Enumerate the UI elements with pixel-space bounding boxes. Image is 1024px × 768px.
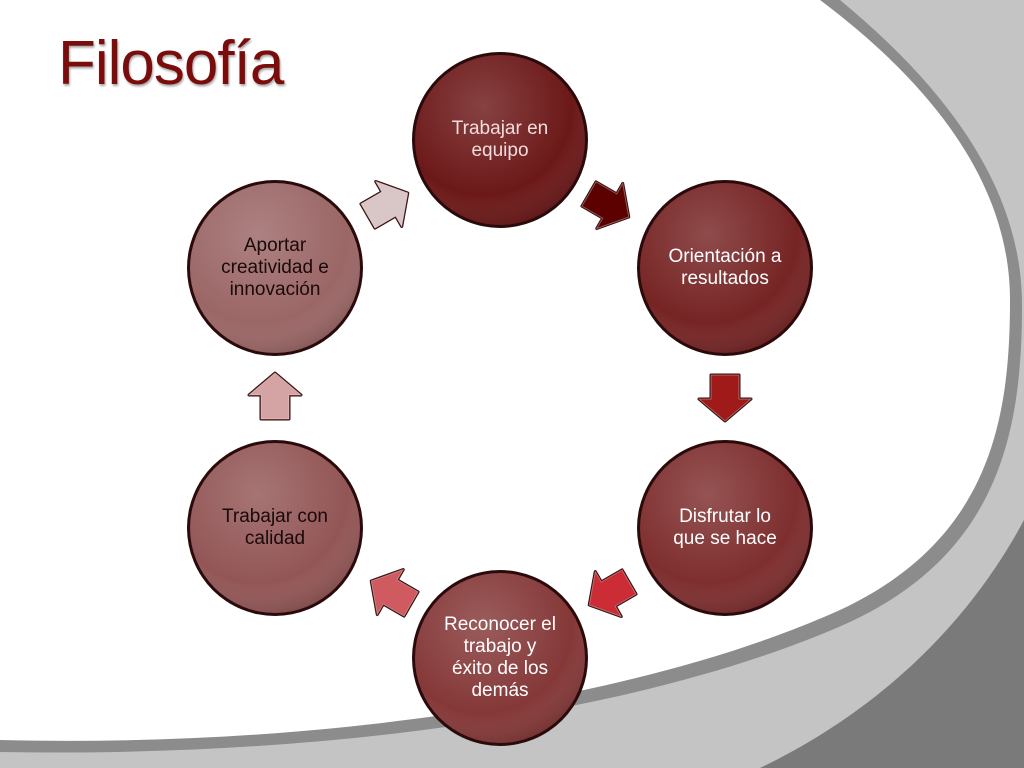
cycle-step-circle-1	[412, 52, 588, 228]
cycle-step-5: Trabajar con calidad	[216, 443, 334, 613]
cycle-arrow-2	[697, 373, 753, 423]
cycle-step-circle-3	[637, 440, 813, 616]
cycle-step-3: Disfrutar lo que se hace	[666, 443, 784, 613]
cycle-step-4: Reconocer el trabajo y éxito de los demá…	[441, 573, 559, 743]
cycle-step-circle-2	[637, 180, 813, 356]
cycle-step-label: Orientación a resultados	[668, 246, 782, 289]
cycle-step-2: Orientación a resultados	[666, 183, 784, 353]
cycle-arrow-6	[359, 179, 410, 230]
cycle-arrow-5	[247, 371, 303, 421]
cycle-arrow-4	[369, 567, 420, 618]
cycle-step-label: Trabajar con calidad	[222, 506, 328, 549]
background-lower-right-wedge	[760, 520, 1024, 768]
cycle-step-label: Disfrutar lo que se hace	[673, 506, 777, 549]
cycle-step-circle-5	[187, 440, 363, 616]
cycle-step-6: Aportar creatividad e innovación	[216, 183, 334, 353]
cycle-step-label: Aportar creatividad e innovación	[221, 235, 329, 300]
cycle-step-circle-6	[187, 180, 363, 356]
slide-title: Filosofía	[58, 29, 284, 98]
cycle-step-1: Trabajar en equipo	[441, 55, 559, 225]
cycle-step-label: Trabajar en equipo	[451, 118, 549, 161]
cycle-arrow-3	[587, 568, 638, 619]
cycle-arrow-1	[580, 180, 631, 231]
cycle-step-label: Reconocer el trabajo y éxito de los demá…	[444, 614, 556, 701]
cycle-step-circle-4	[412, 570, 588, 746]
